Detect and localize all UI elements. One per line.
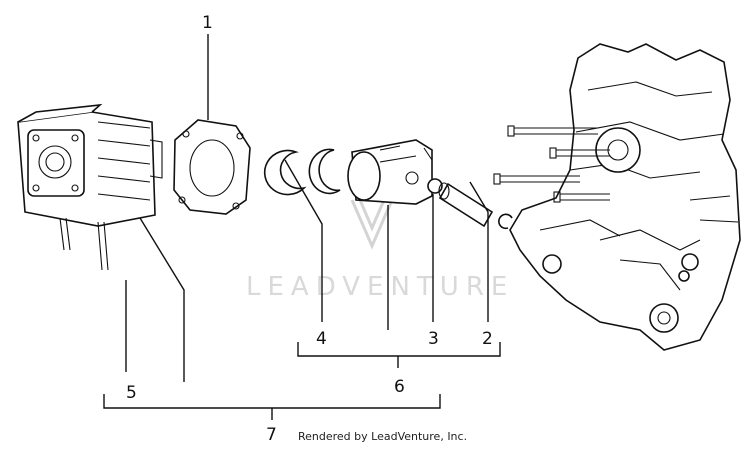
callout-4[interactable]: 4 — [316, 329, 327, 349]
callout-7[interactable]: 7 — [266, 425, 277, 445]
circlip-2[interactable] — [498, 213, 513, 230]
watermark-text: LEADVENTURE — [246, 272, 514, 302]
credit-line: Rendered by LeadVenture, Inc. — [298, 430, 467, 443]
cylinder-studs — [59, 217, 109, 271]
leader-lines — [125, 34, 489, 382]
callout-1[interactable]: 1 — [202, 13, 213, 33]
callout-2[interactable]: 2 — [482, 329, 493, 349]
cylinder-gasket[interactable] — [173, 119, 251, 215]
callout-5[interactable]: 5 — [126, 383, 137, 403]
callout-3[interactable]: 3 — [428, 329, 439, 349]
piston[interactable] — [347, 139, 433, 205]
piston-rings[interactable] — [263, 148, 341, 196]
watermark: LEADVENTURE — [246, 199, 514, 302]
piston-pin[interactable] — [438, 182, 494, 228]
crankcase — [509, 43, 741, 351]
bracket-7 — [103, 394, 441, 420]
callout-6[interactable]: 6 — [394, 377, 405, 397]
cylinder[interactable] — [17, 103, 163, 227]
watermark-logo — [350, 199, 394, 250]
bracket-6 — [297, 342, 501, 368]
crankcase-studs — [493, 125, 610, 203]
circlip[interactable] — [427, 178, 443, 194]
